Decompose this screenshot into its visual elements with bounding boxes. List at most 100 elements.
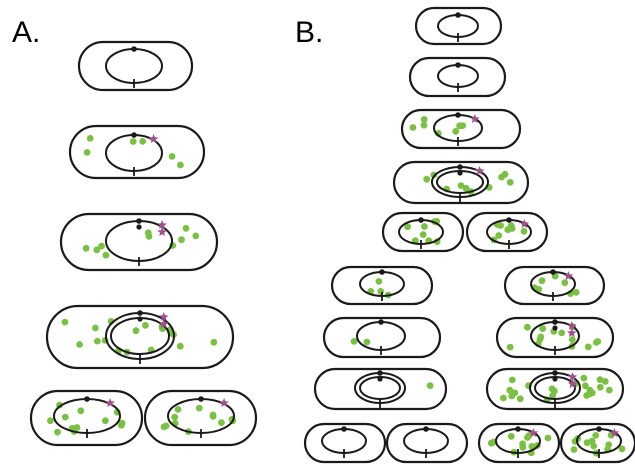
granule-dot: [520, 227, 528, 235]
granule-dot: [549, 392, 556, 399]
granule-dot: [500, 394, 507, 402]
cell-outline: [477, 422, 561, 464]
granule-dot: [580, 374, 588, 382]
cell: [385, 422, 469, 464]
granule-dot: [601, 378, 609, 385]
granule-dot: [508, 376, 516, 384]
origin-dot: [136, 218, 142, 224]
granule-dot: [506, 386, 514, 394]
granule-dot: [218, 419, 225, 426]
origin-dot: [515, 426, 521, 432]
granule-dot: [182, 224, 190, 232]
marker-star: [528, 428, 539, 437]
granule-dot: [426, 382, 434, 389]
granule-dot: [507, 432, 515, 440]
granule-dot: [54, 428, 61, 436]
granule-dot: [350, 338, 358, 345]
granule-dot: [462, 184, 470, 192]
granule-dot: [168, 153, 176, 160]
granule-dot: [459, 122, 467, 129]
granule-dot: [47, 417, 54, 425]
granule-dot: [538, 277, 546, 285]
marker-star: [219, 398, 229, 407]
granule-dot: [377, 288, 385, 295]
cell-outline: [59, 212, 219, 272]
cell: [59, 212, 219, 272]
cell-outline: [313, 367, 448, 411]
granule-dot: [375, 278, 383, 285]
cell-outline: [485, 367, 625, 411]
cell: [77, 40, 194, 92]
cell: [303, 422, 387, 464]
granule-dot: [192, 232, 200, 240]
origin-dot: [377, 376, 383, 382]
cell: [143, 389, 258, 447]
marker-star: [567, 372, 578, 381]
granule-dot: [596, 383, 604, 391]
granule-dot: [411, 237, 419, 245]
granule-dot: [210, 338, 218, 346]
granule-dot: [93, 246, 101, 254]
cell-outline: [385, 422, 469, 464]
origin-dot: [131, 132, 137, 138]
cell: [400, 108, 522, 150]
granule-dot: [76, 341, 83, 348]
cell-outline: [400, 108, 522, 150]
granule-dot: [582, 382, 589, 390]
origin-dot: [137, 310, 143, 316]
origin-dot: [341, 426, 347, 432]
granule-dot: [209, 412, 217, 420]
granule-dot: [420, 121, 428, 129]
origin-dot: [455, 12, 461, 18]
marker-star: [567, 321, 577, 330]
cell-outline: [45, 304, 235, 370]
marker-star: [474, 166, 485, 175]
marker-star: [563, 271, 574, 280]
cell: [485, 367, 625, 411]
granule-dot: [495, 232, 503, 239]
origin-dot: [552, 370, 558, 376]
cell: [392, 160, 530, 205]
origin-dot: [84, 396, 90, 402]
origin-dot: [455, 62, 461, 68]
granule-dot: [83, 149, 91, 156]
cell-outline: [330, 265, 434, 306]
origin-dot: [379, 269, 385, 275]
cell: [313, 367, 448, 411]
cell: [477, 422, 561, 464]
granule-dot: [524, 323, 531, 331]
granule-dot: [519, 440, 526, 448]
granule-dot: [586, 390, 593, 398]
granule-dot: [506, 178, 514, 186]
origin-dot: [552, 325, 558, 331]
cell: [330, 265, 434, 306]
granule-dot: [524, 434, 531, 441]
panel-b-label: B.: [295, 16, 324, 49]
granule-dot: [537, 333, 545, 341]
granule-dot: [558, 329, 566, 337]
granule-dot: [568, 336, 576, 343]
cell: [414, 6, 503, 46]
granule-dot: [423, 175, 431, 183]
cell: [465, 211, 549, 253]
origin-dot: [506, 217, 512, 223]
origin-dot: [457, 164, 463, 170]
marker-star: [470, 114, 480, 123]
granule-dot: [516, 395, 524, 403]
granule-dot: [92, 324, 99, 332]
cell: [322, 316, 442, 359]
cell-outline: [559, 422, 635, 464]
granule-dot: [98, 242, 105, 250]
cell: [29, 389, 144, 447]
granule-dot: [457, 182, 465, 190]
granule-dot: [363, 338, 371, 346]
marker-star: [159, 319, 169, 328]
granule-dot: [61, 318, 69, 326]
granule-dot: [528, 443, 536, 450]
cell-outline: [381, 211, 465, 253]
granule-dot: [420, 116, 428, 123]
cell: [559, 422, 635, 464]
origin-dot: [423, 426, 429, 432]
granule-dot: [61, 413, 69, 421]
granule-dot: [452, 127, 460, 135]
